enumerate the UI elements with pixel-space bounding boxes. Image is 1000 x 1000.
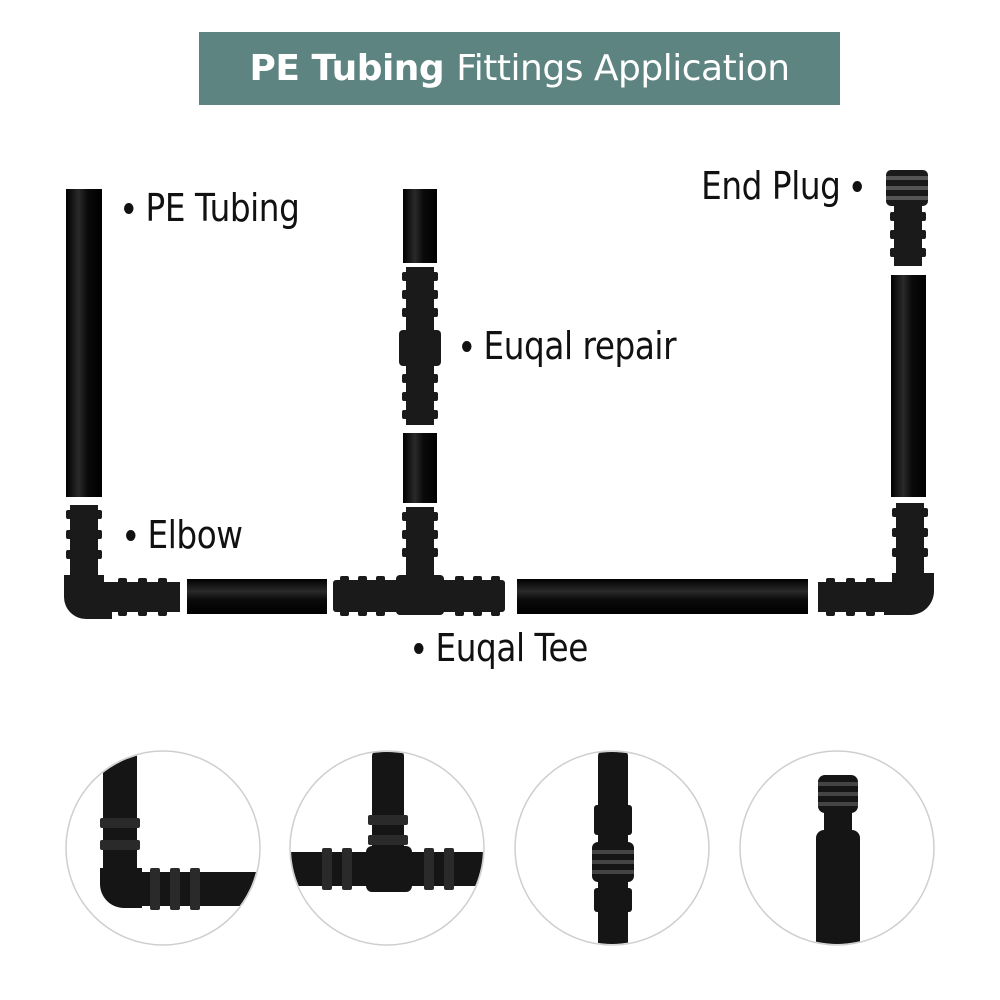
- pe-tube-icon: [517, 579, 808, 614]
- bullet: [852, 180, 862, 192]
- bullet: [462, 340, 472, 352]
- bullet: [126, 529, 136, 541]
- end-plug-icon: [886, 170, 928, 266]
- label-text: PE Tubing: [145, 186, 300, 230]
- label-pe-tubing: PE Tubing: [112, 186, 300, 230]
- bullet: [124, 202, 134, 214]
- detail-circle-repair: [514, 750, 710, 946]
- pe-tube-icon: [66, 189, 102, 497]
- bullet: [414, 642, 424, 654]
- label-text: Euqal Tee: [435, 626, 589, 670]
- label-end-plug: End Plug: [701, 164, 874, 208]
- title-bold: PE Tubing: [249, 48, 445, 89]
- elbow-fitting-icon: [64, 505, 180, 619]
- label-text: Elbow: [147, 513, 243, 557]
- equal-repair-icon: [399, 267, 441, 425]
- label-equal-repair: Euqal repair: [450, 324, 677, 368]
- detail-circle-end-plug: [739, 750, 935, 946]
- pe-tube-icon: [187, 579, 327, 614]
- equal-tee-icon: [333, 507, 505, 616]
- pe-tube-icon: [403, 433, 437, 503]
- detail-circle-elbow: [65, 750, 261, 946]
- label-text: End Plug: [701, 164, 841, 208]
- title-regular: Fittings Application: [456, 48, 790, 89]
- elbow-fitting-icon: [818, 503, 934, 616]
- pe-tube-icon: [403, 189, 437, 263]
- detail-circle-tee: [289, 750, 485, 946]
- label-elbow: Elbow: [114, 513, 243, 557]
- title-banner: PE Tubing Fittings Application: [199, 32, 840, 105]
- label-text: Euqal repair: [483, 324, 677, 368]
- label-equal-tee: Euqal Tee: [402, 626, 588, 670]
- pe-tube-icon: [891, 275, 926, 497]
